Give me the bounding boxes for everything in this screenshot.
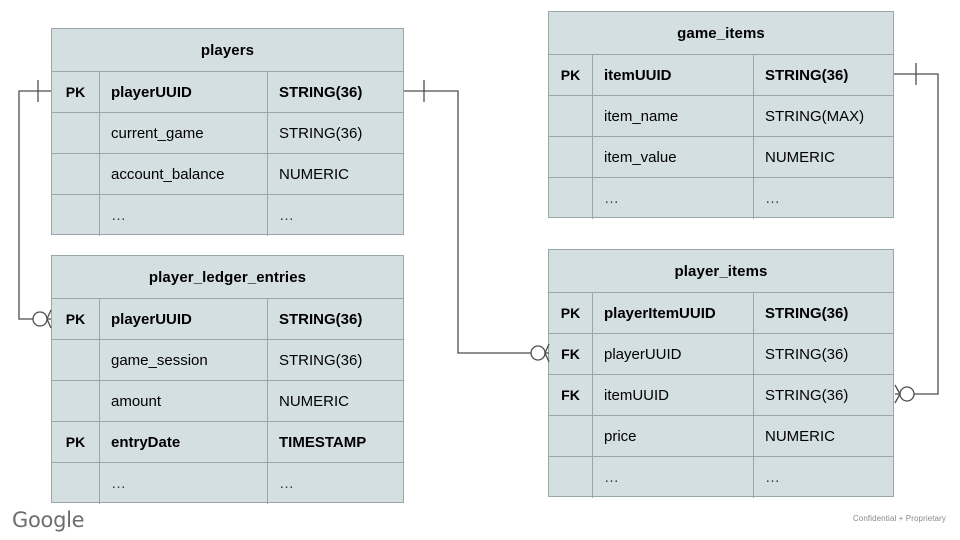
column-type: NUMERIC [279,392,349,410]
key-badge [52,463,100,504]
column-name: playerUUID [593,334,754,374]
column-name: … [100,195,268,236]
key-badge [549,96,593,136]
entity-title-game-items: game_items [549,12,893,55]
key-badge [549,137,593,177]
column-type: NUMERIC [765,148,835,166]
column-type: STRING(MAX) [765,107,865,125]
column-type: STRING(36) [279,124,363,142]
table-row[interactable]: … … [549,178,893,219]
key-badge [549,457,593,498]
column-name: price [593,416,754,456]
entity-game-items[interactable]: game_items PK itemUUID STRING(36) item_n… [548,11,894,219]
key-badge: FK [549,334,593,374]
column-type: STRING(36) [765,66,849,84]
column-type: TIMESTAMP [279,433,367,451]
connector-line [894,73,939,395]
entity-player-ledger-entries[interactable]: player_ledger_entries PK playerUUID STRI… [51,255,404,504]
cardinality-many-crowsfoot [894,384,901,404]
column-name: … [593,457,754,498]
table-row[interactable]: PK playerItemUUID STRING(36) [549,293,893,334]
column-type: STRING(36) [765,304,849,322]
key-badge [52,195,100,236]
cardinality-zero-circle [32,311,48,327]
key-badge: PK [549,293,593,333]
column-name: itemUUID [593,375,754,415]
confidentiality-note: Confidential + Proprietary [852,514,946,523]
key-badge [52,113,100,153]
table-row[interactable]: … … [549,457,893,498]
column-type: … [279,475,296,492]
table-row[interactable]: FK playerUUID STRING(36) [549,334,893,375]
table-row[interactable]: game_session STRING(36) [52,340,403,381]
column-name: entryDate [100,422,268,462]
key-badge [549,178,593,219]
table-row[interactable]: FK itemUUID STRING(36) [549,375,893,416]
entity-title-player-ledger-entries: player_ledger_entries [52,256,403,299]
key-badge: PK [52,422,100,462]
column-type: STRING(36) [279,310,363,328]
column-type: … [279,207,296,224]
cardinality-zero-circle [530,345,546,361]
column-name: item_value [593,137,754,177]
column-name: … [100,463,268,504]
column-name: … [593,178,754,219]
entity-player-items[interactable]: player_items PK playerItemUUID STRING(36… [548,249,894,498]
column-type: NUMERIC [279,165,349,183]
column-name: amount [100,381,268,421]
key-badge [549,416,593,456]
table-row[interactable]: account_balance NUMERIC [52,154,403,195]
table-row[interactable]: PK playerUUID STRING(36) [52,299,403,340]
key-badge [52,340,100,380]
google-logo: Google [12,508,85,532]
column-name: item_name [593,96,754,136]
column-type: NUMERIC [765,427,835,445]
column-name: playerItemUUID [593,293,754,333]
table-row[interactable]: price NUMERIC [549,416,893,457]
table-row[interactable]: amount NUMERIC [52,381,403,422]
key-badge: PK [52,72,100,112]
key-badge: PK [549,55,593,95]
column-type: … [765,469,782,486]
table-row[interactable]: item_value NUMERIC [549,137,893,178]
table-row[interactable]: PK itemUUID STRING(36) [549,55,893,96]
entity-players[interactable]: players PK playerUUID STRING(36) current… [51,28,404,236]
key-badge [52,154,100,194]
column-name: account_balance [100,154,268,194]
entity-title-player-items: player_items [549,250,893,293]
key-badge: FK [549,375,593,415]
column-name: playerUUID [100,72,268,112]
table-row[interactable]: … … [52,463,403,504]
table-row[interactable]: current_game STRING(36) [52,113,403,154]
column-name: itemUUID [593,55,754,95]
key-badge: PK [52,299,100,339]
column-name: current_game [100,113,268,153]
table-row[interactable]: item_name STRING(MAX) [549,96,893,137]
connector-line [404,90,531,354]
column-name: game_session [100,340,268,380]
column-type: STRING(36) [279,83,363,101]
entity-title-players: players [52,29,403,72]
column-type: STRING(36) [279,351,363,369]
table-row[interactable]: … … [52,195,403,236]
key-badge [52,381,100,421]
table-row[interactable]: PK playerUUID STRING(36) [52,72,403,113]
column-type: STRING(36) [765,345,849,363]
column-type: STRING(36) [765,386,849,404]
cardinality-zero-circle [899,386,915,402]
table-row[interactable]: PK entryDate TIMESTAMP [52,422,403,463]
connector-line [18,90,51,320]
column-name: playerUUID [100,299,268,339]
column-type: … [765,190,782,207]
